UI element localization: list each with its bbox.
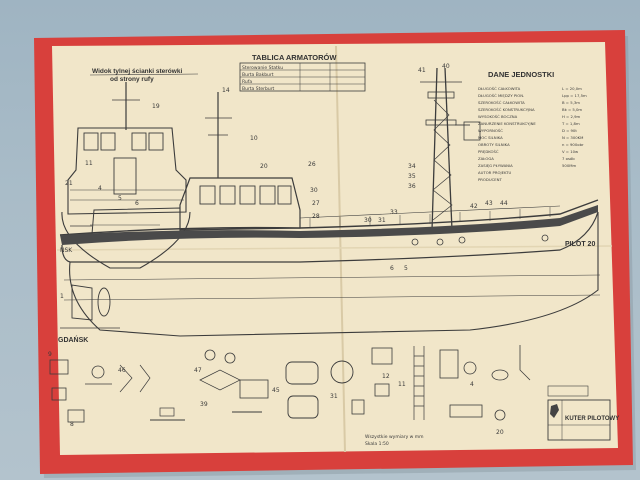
svg-text:47: 47 — [194, 367, 202, 374]
svg-text:5: 5 — [118, 195, 122, 202]
fittings-row: Burta Sterburt — [242, 86, 275, 92]
svg-text:20: 20 — [496, 429, 504, 436]
ship-data-title: DANE JEDNOSTKI — [488, 70, 554, 79]
hull-side-view: PILOT 20 14 10 20 26 30 27 28 30 31 33 3… — [59, 63, 601, 337]
svg-text:41: 41 — [418, 67, 426, 74]
ship-data-line: ZANURZENIE KONSTRUKCYJNE — [478, 121, 536, 126]
ship-data-line: WYPORNOŚĆ — [478, 128, 503, 133]
ship-data-value: Bk = 5,0m — [562, 107, 582, 112]
ship-data-line: DŁUGOŚĆ CAŁKOWITA — [478, 86, 521, 91]
ship-data-value: Lpp = 17,5m — [562, 93, 587, 98]
svg-text:9: 9 — [48, 351, 52, 358]
svg-text:4: 4 — [470, 381, 474, 388]
ship-data-value: N = 300KM — [562, 135, 583, 140]
svg-text:10: 10 — [250, 135, 258, 142]
svg-text:8: 8 — [70, 421, 74, 428]
ship-data-line: OBROTY SILNIKA — [478, 142, 510, 147]
ship-data-line: ZASIĘG PŁYWANIA — [478, 163, 513, 168]
svg-text:33: 33 — [390, 209, 398, 216]
svg-text:NSK: NSK — [60, 247, 73, 254]
fittings-row: Rufa — [242, 79, 252, 85]
svg-text:6: 6 — [135, 200, 139, 207]
svg-text:30: 30 — [364, 217, 372, 224]
ship-data-value: 7 osób — [562, 156, 575, 161]
svg-text:19: 19 — [152, 103, 160, 110]
svg-text:21: 21 — [65, 180, 73, 187]
svg-text:12: 12 — [382, 373, 390, 380]
ship-data-value: H = 2,9m — [562, 114, 580, 119]
ship-data-value: 500Mm — [562, 163, 577, 168]
plan-note: Skala 1:50 — [365, 441, 389, 447]
bow-name: PILOT 20 — [565, 241, 595, 248]
svg-text:31: 31 — [378, 217, 386, 224]
svg-text:39: 39 — [200, 401, 208, 408]
ship-data-line: MOC SILNIKA — [478, 135, 503, 140]
svg-text:20: 20 — [260, 163, 268, 170]
svg-text:6: 6 — [390, 265, 394, 272]
svg-text:46: 46 — [118, 367, 126, 374]
ship-data-value: n = 900obr — [562, 142, 584, 147]
wheelhouse-rear-view: Widok tylnej ścianki sterówki od strony … — [60, 68, 199, 269]
svg-text:1: 1 — [60, 293, 64, 300]
wheelhouse-view-subtitle: od strony rufy — [110, 76, 154, 83]
ship-data-value: L = 20,0m — [562, 86, 582, 91]
ship-data-line: DŁUGOŚĆ MIĘDZY PION. — [478, 93, 524, 98]
ship-data-line: SZEROKOŚĆ KONSTRUKCYJNA — [478, 107, 535, 112]
ship-data-value: D = 90t — [562, 128, 577, 133]
svg-text:11: 11 — [398, 381, 406, 388]
svg-text:5: 5 — [404, 265, 408, 272]
svg-text:42: 42 — [470, 203, 478, 210]
ship-data-block: DANE JEDNOSTKI DŁUGOŚĆ CAŁKOWITA DŁUGOŚĆ… — [478, 70, 587, 182]
detail-drawings: GDAŃSK Wszystkie wymiary w mm Skala 1:50 — [48, 335, 531, 447]
ship-data-line: PRĘDKOŚĆ — [478, 149, 499, 154]
ship-data-line: PRODUCENT — [478, 177, 503, 182]
fittings-table: TABLICA ARMATORÓW Sterowanie Statku Burt… — [239, 53, 366, 92]
svg-text:27: 27 — [312, 200, 320, 207]
svg-text:43: 43 — [485, 200, 493, 207]
wheelhouse-view-title: Widok tylnej ścianki sterówki — [92, 68, 182, 75]
fittings-row: Burta Bakburt — [242, 72, 274, 78]
title-block: KUTER PILOTOWY — [547, 385, 619, 441]
svg-text:30: 30 — [310, 187, 318, 194]
publisher-logo-icon — [550, 404, 559, 418]
svg-text:4: 4 — [98, 185, 102, 192]
stern-name: GDAŃSK — [58, 335, 88, 344]
svg-text:45: 45 — [272, 387, 280, 394]
ship-data-value: T = 1,8m — [561, 121, 580, 126]
svg-text:11: 11 — [85, 160, 93, 167]
fittings-row: Sterowanie Statku — [242, 65, 283, 71]
svg-text:28: 28 — [312, 213, 320, 220]
fittings-table-title: TABLICA ARMATORÓW — [252, 53, 337, 62]
svg-text:44: 44 — [500, 200, 508, 207]
ship-data-line: WYSOKOŚĆ BOCZNA — [478, 114, 518, 119]
title-block-title: KUTER PILOTOWY — [565, 416, 619, 422]
ship-data-line: AUTOR PROJEKTU — [478, 170, 511, 175]
ship-data-value: B = 5,3m — [562, 100, 580, 105]
plan-note: Wszystkie wymiary w mm — [365, 434, 424, 440]
svg-text:14: 14 — [222, 87, 230, 94]
svg-text:40: 40 — [442, 63, 450, 70]
ship-data-line: ZAŁOGA — [478, 156, 494, 161]
svg-text:34: 34 — [408, 163, 416, 170]
ship-data-line: SZEROKOŚĆ CAŁKOWITA — [478, 100, 525, 105]
svg-text:35: 35 — [408, 173, 416, 180]
svg-text:36: 36 — [408, 183, 416, 190]
svg-text:26: 26 — [308, 161, 316, 168]
svg-text:31: 31 — [330, 393, 338, 400]
ship-data-value: V = 10w — [562, 149, 578, 154]
